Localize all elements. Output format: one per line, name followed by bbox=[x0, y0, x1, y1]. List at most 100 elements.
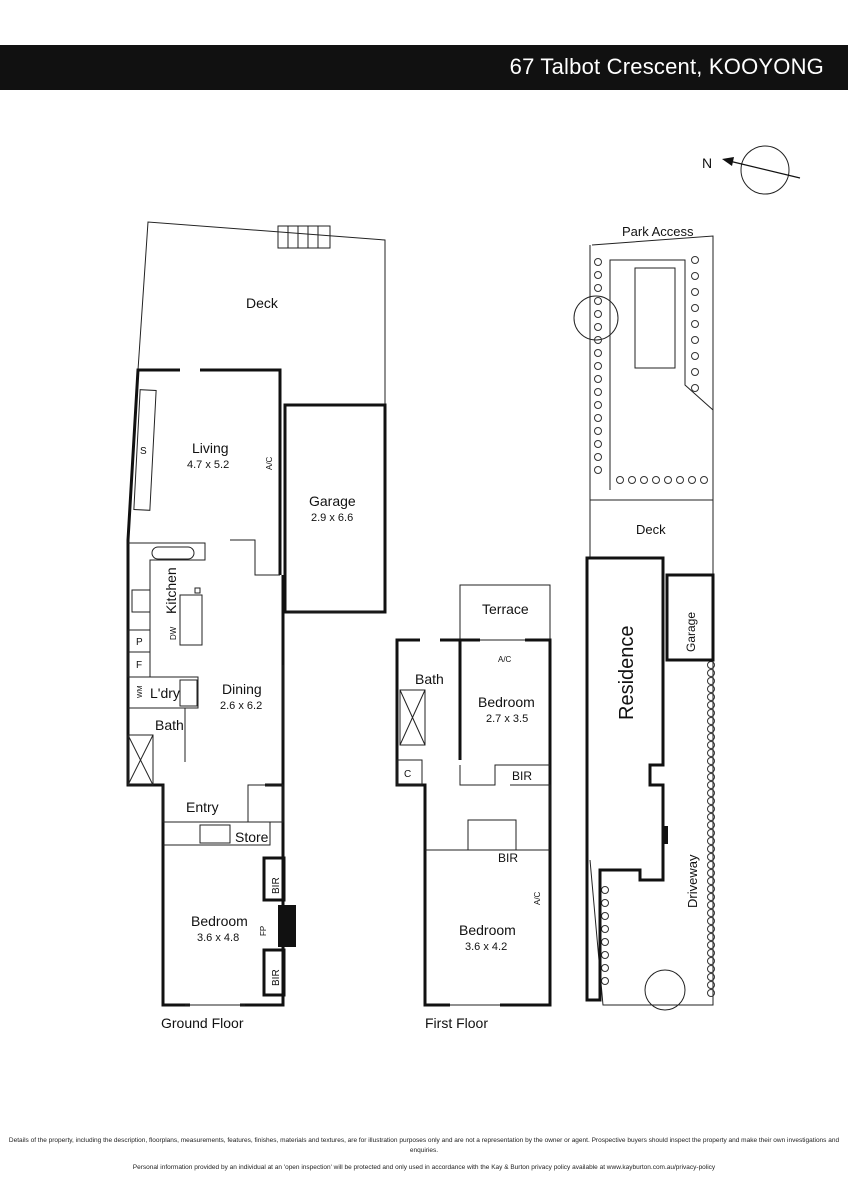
pantry-label: P bbox=[136, 637, 143, 648]
shrub-icon bbox=[616, 476, 624, 484]
shrub-icon bbox=[707, 893, 715, 901]
ac-label-2: A/C bbox=[533, 891, 542, 905]
bath-label: Bath bbox=[415, 671, 444, 687]
shrub-icon bbox=[707, 941, 715, 949]
shrub-icon bbox=[707, 869, 715, 877]
garage-label: Garage bbox=[309, 493, 356, 509]
shrub-icon bbox=[707, 773, 715, 781]
shrub-icon bbox=[601, 938, 609, 946]
shrub-icon bbox=[707, 877, 715, 885]
shrub-icon bbox=[707, 989, 715, 997]
disclaimer-text: Details of the property, including the d… bbox=[8, 1137, 840, 1154]
entry-label: Entry bbox=[186, 799, 219, 815]
first-floor-plan: Terrace A/C Bath Bedroom 2.7 x 3.5 C BIR… bbox=[395, 584, 552, 1031]
shrub-icon bbox=[652, 476, 660, 484]
shrub-icon bbox=[594, 440, 602, 448]
shrub-icon bbox=[601, 951, 609, 959]
ac-label: A/C bbox=[265, 456, 274, 470]
shrub-icon bbox=[707, 901, 715, 909]
site-garage-label: Garage bbox=[684, 612, 698, 652]
shrub-icon bbox=[707, 669, 715, 677]
bir-label-1: BIR bbox=[512, 769, 532, 783]
shrub-icon bbox=[707, 861, 715, 869]
ground-floor-title: Ground Floor bbox=[161, 1015, 244, 1031]
shrub-icon bbox=[601, 977, 609, 985]
shrub-icon bbox=[628, 476, 636, 484]
shrub-icon bbox=[594, 310, 602, 318]
shrub-icon bbox=[691, 304, 699, 312]
shrub-icon bbox=[707, 693, 715, 701]
shrub-icon bbox=[601, 925, 609, 933]
shrub-icon bbox=[594, 336, 602, 344]
residence-label: Residence bbox=[616, 625, 638, 720]
shrub-icon bbox=[707, 885, 715, 893]
first-floor-title: First Floor bbox=[425, 1015, 488, 1031]
shrub-icon bbox=[707, 701, 715, 709]
bedroom-size-1: 2.7 x 3.5 bbox=[486, 713, 528, 725]
shrub-icon bbox=[640, 476, 648, 484]
shrub-icon bbox=[707, 821, 715, 829]
header-bar: 67 Talbot Crescent, KOOYONG bbox=[0, 45, 848, 90]
store-label: Store bbox=[235, 829, 269, 845]
deck-stairs bbox=[277, 225, 331, 249]
bedroom-size: 3.6 x 4.8 bbox=[197, 932, 239, 944]
shrub-icon bbox=[594, 349, 602, 357]
shrub-icon bbox=[707, 781, 715, 789]
shrub-icon bbox=[691, 272, 699, 280]
compass-north-label: N bbox=[702, 155, 712, 171]
shrub-icon bbox=[707, 837, 715, 845]
bedroom-label: Bedroom bbox=[191, 913, 248, 929]
shrub-icon bbox=[691, 368, 699, 376]
shrub-icon bbox=[707, 733, 715, 741]
shrub-icon bbox=[707, 797, 715, 805]
shrub-icon bbox=[601, 899, 609, 907]
site-plan: Park Access Deck Residence Garage Drivew… bbox=[573, 224, 715, 1011]
shrub-icon bbox=[707, 741, 715, 749]
shrub-icon bbox=[594, 258, 602, 266]
compass-icon: N bbox=[702, 145, 801, 195]
shrub-icon bbox=[707, 933, 715, 941]
shrub-icon bbox=[664, 476, 672, 484]
bedroom-label-1: Bedroom bbox=[478, 694, 535, 710]
living-size: 4.7 x 5.2 bbox=[187, 459, 229, 471]
wm-label: WM bbox=[137, 685, 144, 698]
garage-size: 2.9 x 6.6 bbox=[311, 512, 353, 524]
shrub-icon bbox=[707, 973, 715, 981]
shrub-icon bbox=[700, 476, 708, 484]
shrub-icon bbox=[707, 677, 715, 685]
shrub-icon bbox=[594, 388, 602, 396]
bir-label-2: BIR bbox=[271, 969, 282, 986]
shrub-icon bbox=[707, 949, 715, 957]
shrub-icon bbox=[676, 476, 684, 484]
shrub-icon bbox=[594, 323, 602, 331]
shrub-icon bbox=[594, 453, 602, 461]
shrub-icon bbox=[707, 909, 715, 917]
park-access-label: Park Access bbox=[622, 224, 694, 239]
shrub-icon bbox=[691, 384, 699, 392]
shrub-icon bbox=[707, 981, 715, 989]
fridge-label: F bbox=[136, 660, 142, 671]
terrace-label: Terrace bbox=[482, 601, 529, 617]
shrub-icon bbox=[601, 886, 609, 894]
shrub-icon bbox=[594, 284, 602, 292]
shrub-icon bbox=[707, 917, 715, 925]
deck-label: Deck bbox=[246, 295, 279, 311]
shrub-icon bbox=[601, 912, 609, 920]
bir-label-1: BIR bbox=[271, 877, 282, 894]
ground-floor-plan: Deck Living 4.7 x 5.2 S A/C Garage 2.9 x… bbox=[126, 221, 387, 1031]
tree-icon bbox=[644, 969, 686, 1011]
shrub-icon bbox=[594, 271, 602, 279]
shrub-icon bbox=[594, 375, 602, 383]
shrub-icon bbox=[691, 288, 699, 296]
dw-label: DW bbox=[169, 626, 178, 640]
bir-label-2: BIR bbox=[498, 851, 518, 865]
shrub-icon bbox=[594, 297, 602, 305]
shrub-icon bbox=[691, 256, 699, 264]
shrub-icon bbox=[707, 789, 715, 797]
dining-label: Dining bbox=[222, 681, 262, 697]
shrub-icon bbox=[707, 965, 715, 973]
shrub-icon bbox=[707, 765, 715, 773]
shrub-icon bbox=[707, 805, 715, 813]
shrub-icon bbox=[707, 757, 715, 765]
